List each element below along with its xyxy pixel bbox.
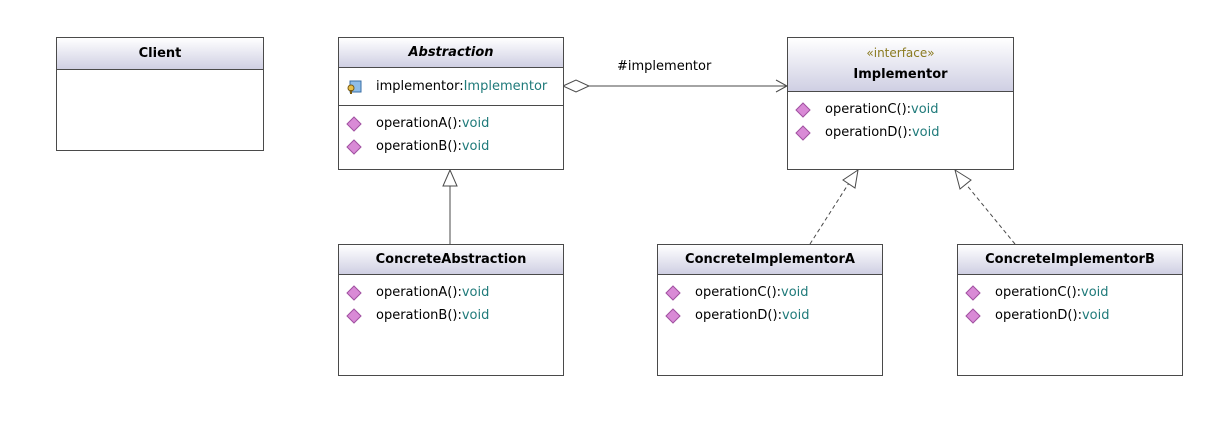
operation-type: void — [461, 308, 490, 323]
class-header: ConcreteAbstraction — [339, 245, 563, 275]
class-name: ConcreteImplementorA — [685, 251, 855, 267]
class-client[interactable]: Client — [56, 37, 264, 151]
operation-row[interactable]: operationD():void — [788, 121, 1013, 144]
operation-name: operationD(): — [825, 125, 912, 140]
operation-name: operationB(): — [376, 308, 462, 323]
class-concrete-implementor-a[interactable]: ConcreteImplementorA operationC():void o… — [657, 244, 883, 376]
class-header: ConcreteImplementorA — [658, 245, 882, 275]
pink-diamond-icon — [346, 284, 362, 301]
operation-name: operationC(): — [695, 285, 782, 300]
pink-diamond-icon — [665, 284, 681, 301]
operation-name: operationA(): — [376, 116, 462, 131]
class-name: Client — [138, 45, 182, 61]
attributes-compartment: implementor:Implementor — [339, 68, 563, 106]
class-concrete-abstraction[interactable]: ConcreteAbstraction operationA():void op… — [338, 244, 564, 376]
pink-diamond-icon — [795, 101, 811, 118]
attribute-name: implementor: — [376, 79, 464, 94]
pink-diamond-icon — [965, 284, 981, 301]
operation-row[interactable]: operationA():void — [339, 112, 563, 135]
attribute-type: Implementor — [463, 79, 548, 94]
class-name: ConcreteAbstraction — [375, 251, 527, 267]
operation-type: void — [1081, 308, 1110, 323]
operation-type: void — [781, 285, 809, 300]
operation-row[interactable]: operationC():void — [788, 98, 1013, 121]
operation-name: operationA(): — [376, 285, 462, 300]
class-header: Abstraction — [339, 38, 563, 68]
operation-name: operationB(): — [376, 139, 462, 154]
operations-compartment: operationA():void operationB():void — [339, 275, 563, 331]
pink-diamond-icon — [346, 138, 362, 155]
operation-row[interactable]: operationD():void — [658, 304, 882, 327]
class-abstraction[interactable]: Abstraction implementor:Implementor oper… — [338, 37, 564, 170]
operation-name: operationC(): — [995, 285, 1082, 300]
operation-row[interactable]: operationC():void — [958, 281, 1182, 304]
operations-compartment: operationC():void operationD():void — [958, 275, 1182, 331]
pink-diamond-icon — [346, 307, 362, 324]
operations-compartment: operationA():void operationB():void — [339, 106, 563, 162]
operations-compartment: operationC():void operationD():void — [788, 92, 1013, 148]
class-header: ConcreteImplementorB — [958, 245, 1182, 275]
operation-name: operationD(): — [995, 308, 1082, 323]
attribute-row[interactable]: implementor:Implementor — [339, 75, 563, 98]
operation-name: operationC(): — [825, 102, 912, 117]
operation-type: void — [781, 308, 810, 323]
class-implementor[interactable]: «interface» Implementor operationC():voi… — [787, 37, 1014, 170]
realization-connector-a[interactable] — [809, 168, 859, 245]
class-name: ConcreteImplementorB — [985, 251, 1155, 267]
association-label: #implementor — [617, 59, 712, 74]
pink-diamond-icon — [346, 115, 362, 132]
realization-connector-b[interactable] — [954, 168, 1016, 245]
operation-type: void — [461, 116, 490, 131]
operation-type: void — [911, 102, 939, 117]
class-stereotype: «interface» — [866, 46, 935, 60]
operation-name: operationD(): — [695, 308, 782, 323]
operation-row[interactable]: operationA():void — [339, 281, 563, 304]
pink-diamond-icon — [795, 124, 811, 141]
operations-compartment: operationC():void operationD():void — [658, 275, 882, 331]
operation-row[interactable]: operationB():void — [339, 304, 563, 327]
operation-type: void — [461, 285, 490, 300]
class-header: «interface» Implementor — [788, 38, 1013, 92]
operation-row[interactable]: operationB():void — [339, 135, 563, 158]
class-name: Abstraction — [408, 44, 494, 60]
pink-diamond-icon — [965, 307, 981, 324]
generalization-connector[interactable] — [442, 168, 458, 244]
operation-type: void — [911, 125, 940, 140]
class-concrete-implementor-b[interactable]: ConcreteImplementorB operationC():void o… — [957, 244, 1183, 376]
operation-type: void — [1081, 285, 1109, 300]
operation-row[interactable]: operationC():void — [658, 281, 882, 304]
field-key-icon — [347, 80, 362, 94]
pink-diamond-icon — [665, 307, 681, 324]
operation-type: void — [461, 139, 490, 154]
operation-row[interactable]: operationD():void — [958, 304, 1182, 327]
class-header: Client — [57, 38, 263, 70]
association-connector[interactable] — [561, 79, 789, 93]
class-name: Implementor — [853, 67, 948, 82]
